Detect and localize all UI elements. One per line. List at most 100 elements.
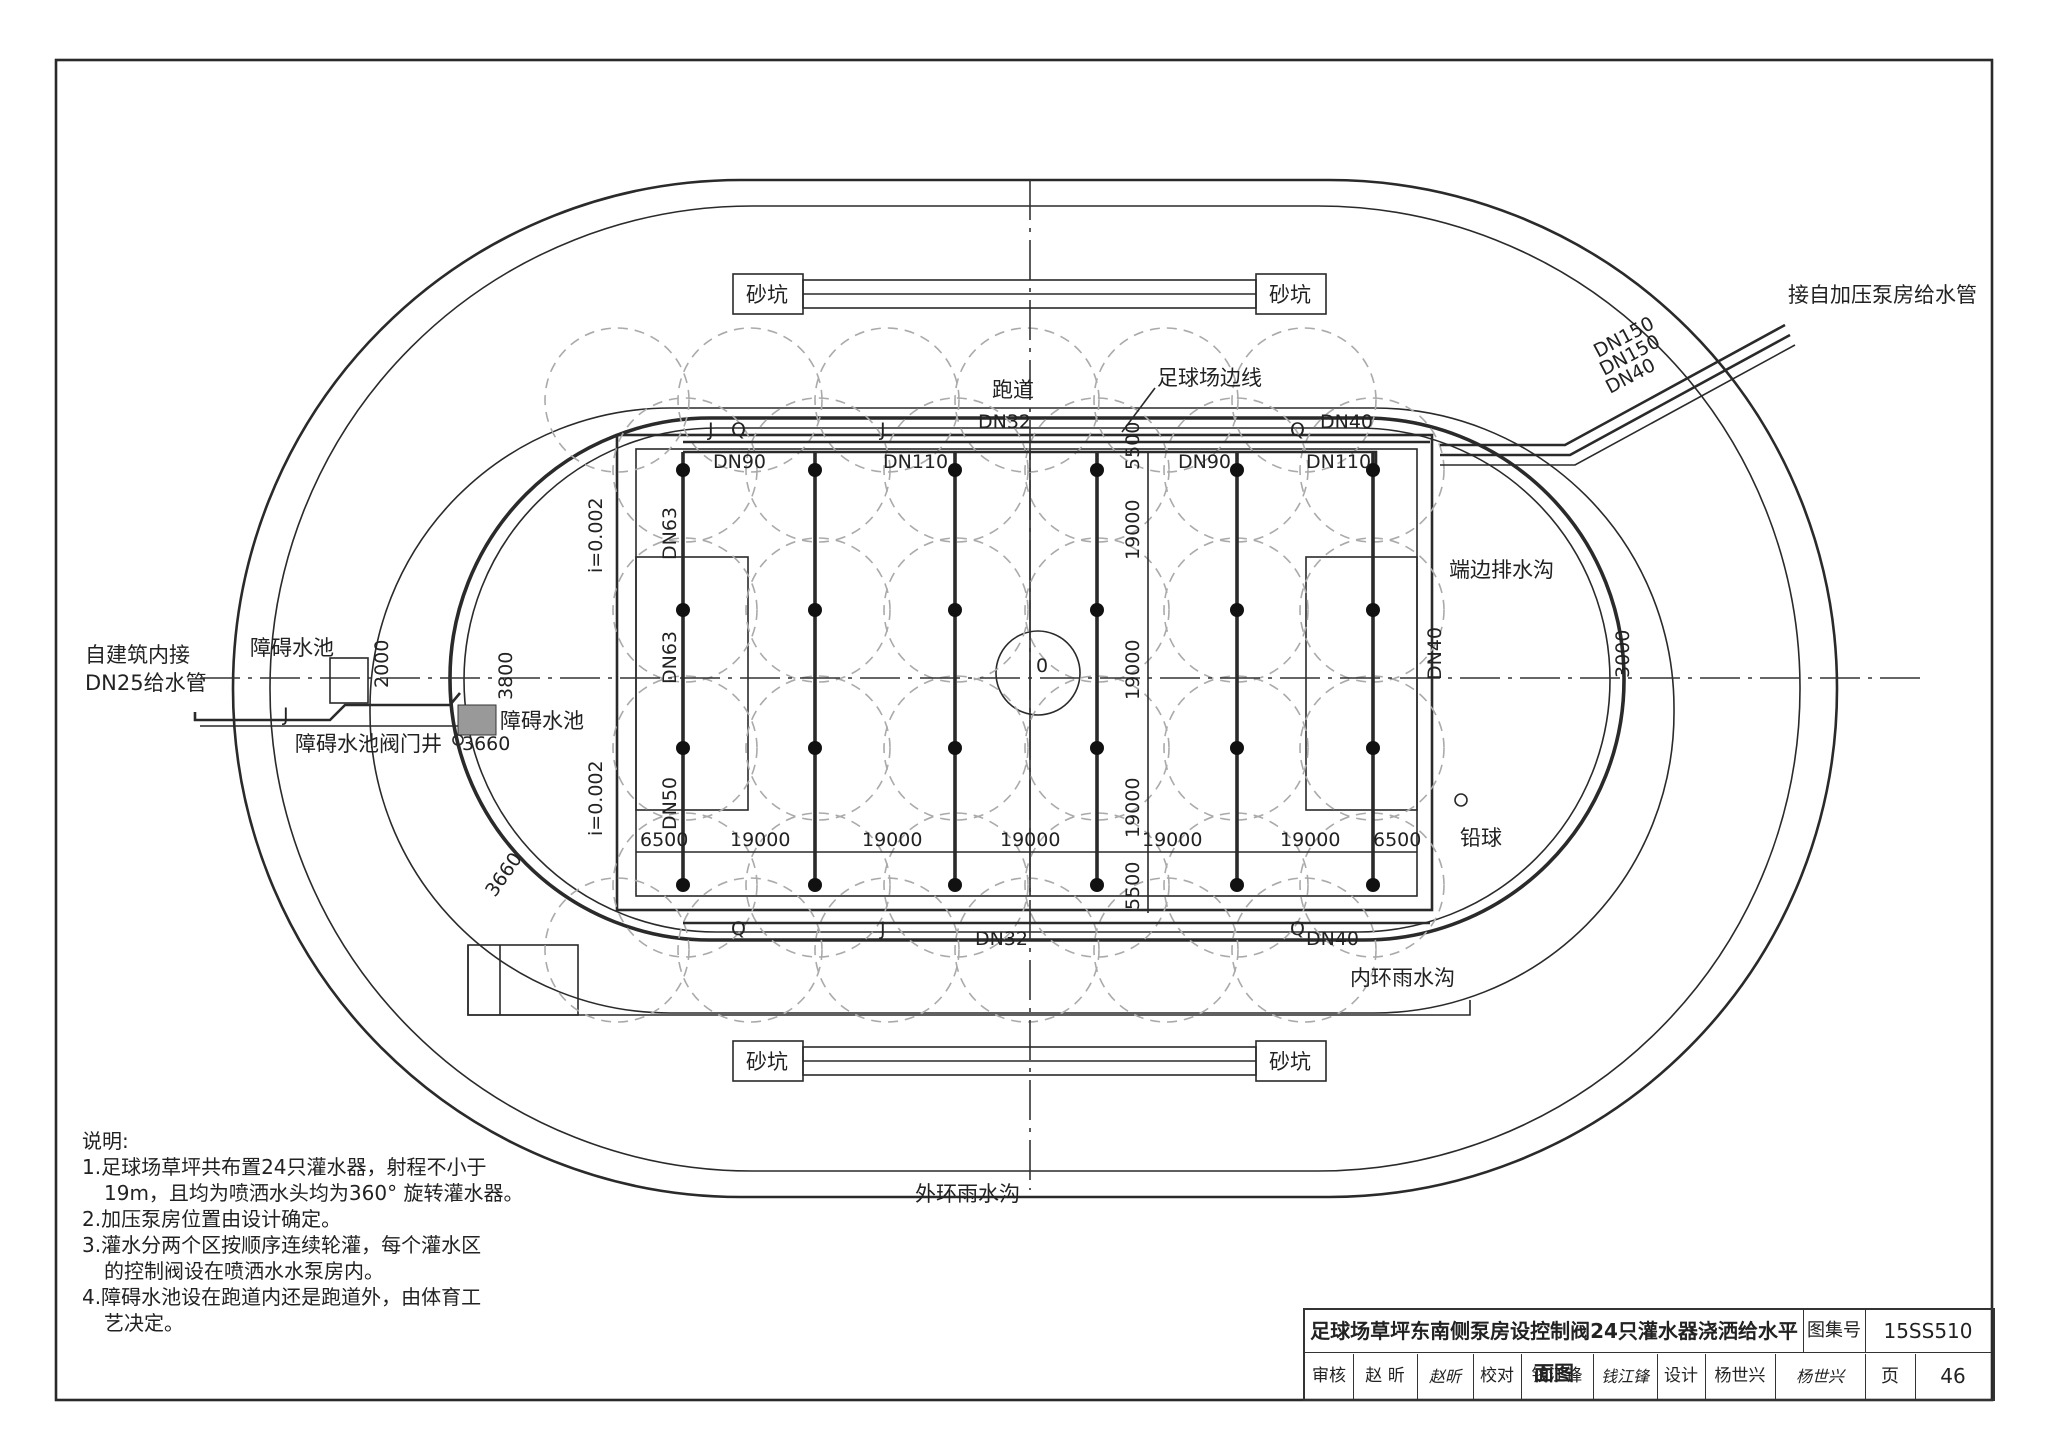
sprinkler [1366,463,1380,477]
sprinklers [676,463,1380,892]
pipe-tag: DN40 [1306,928,1359,950]
review-name: 赵 昕 [1353,1354,1418,1399]
dimension-label: 3000 [1612,630,1634,678]
note-4a: 4.障碍水池设在跑道内还是跑道外，由体育工 [82,1285,482,1309]
sprinkler [1090,741,1104,755]
dimension-label: 19000 [1280,829,1340,851]
pump-supply-pipe-2 [1440,323,1786,447]
dimension-label: 6500 [640,829,688,851]
dimension-label: 19000 [1142,829,1202,851]
pipe-tag-q: Q [1290,419,1305,441]
sprinkler [808,463,822,477]
pipe-tag: DN63 [659,631,681,684]
note-3a: 3.灌水分两个区按顺序连续轮灌，每个灌水区 [82,1233,482,1257]
field-edge-label: 足球场边线 [1157,366,1262,390]
sand-pit-label: 砂坑 [1269,283,1311,307]
review-label: 审核 [1305,1354,1354,1399]
dimension-label: 19000 [1122,500,1144,560]
building-supply-pipe [193,692,461,722]
dimension-label: 19000 [1122,778,1144,838]
pipe-tag: DN40 [1424,627,1446,680]
pump-supply-label: 接自加压泵房给水管 [1788,283,1977,307]
sprinkler [1230,603,1244,617]
sand-pit-label: 砂坑 [1269,1050,1311,1074]
barrier-valve-well-label: 障碍水池阀门井 [295,732,442,756]
sand-pit-label: 砂坑 [746,1050,788,1074]
design-name: 杨世兴 [1705,1354,1776,1399]
design-signature: 杨世兴 [1775,1354,1866,1399]
pipe-tag: DN90 [1178,451,1231,473]
title-block: 足球场草坪东南侧泵房设控制阀24只灌水器浇洒给水平面图 图集号 15SS510 … [1303,1308,1995,1401]
sprinkler [808,603,822,617]
pipe-tag-q: Q [1290,918,1305,940]
track-inner-ring-3 [463,427,1611,933]
pipe-tag-q: Q [731,918,746,940]
pipe-tag: DN32 [975,928,1028,950]
dimension-label: 3660 [462,733,510,755]
building-supply-label-2: DN25给水管 [85,671,207,695]
sprinkler [676,463,690,477]
center-mark-label: 0 [1036,655,1048,677]
drawing-border [54,58,1994,1402]
sand-pit-label: 砂坑 [746,283,788,307]
pipe-tag-j: J [707,419,714,441]
note-2: 2.加压泵房位置由设计确定。 [82,1207,342,1231]
sprinkler [1366,741,1380,755]
sprinkler [808,741,822,755]
outer-drain-ring [231,178,1839,1199]
check-name: 钱江锋 [1521,1354,1594,1399]
sprinkler [676,741,690,755]
center-circle [995,630,1081,716]
straight-extension [467,945,1471,1016]
dimension-label: 5500 [1122,862,1144,910]
note-4b: 艺决定。 [104,1311,184,1335]
barrier-pool-label-right: 障碍水池 [500,709,584,733]
title-block-title: 足球场草坪东南侧泵房设控制阀24只灌水器浇洒给水平面图 [1305,1310,1804,1385]
note-1b: 19m，且均为喷洒水头均为360° 旋转灌水器。 [104,1181,524,1205]
sprinkler [948,878,962,892]
dimension-label: 19000 [730,829,790,851]
barrier-pool-right [457,704,497,736]
dimension-label: 19000 [1122,640,1144,700]
track-label: 跑道 [992,378,1034,402]
note-3b: 的控制阀设在喷洒水水泵房内。 [104,1259,384,1283]
sprinkler [948,603,962,617]
sprinkler [948,741,962,755]
sprinkler [676,603,690,617]
pipe-tag-j: J [282,704,289,726]
pipe-tag: DN90 [713,451,766,473]
pipe-tag-q: Q [731,419,746,441]
track-inner-ring-1 [369,407,1675,1014]
pipe-tag: DN32 [978,411,1031,433]
pipe-tag: DN110 [883,451,948,473]
outer-drain-label: 外环雨水沟 [915,1182,1020,1206]
track-inner-ring-2 [448,416,1626,942]
check-label: 校对 [1473,1354,1522,1399]
shot-put-label: 铅球 [1460,826,1502,850]
sprinkler [1090,878,1104,892]
pipe-tag-j: J [879,918,886,940]
sprinkler [1090,463,1104,477]
barrier-pool-left [329,657,369,704]
dimension-label: 3800 [495,652,517,700]
inner-drain-label: 内环雨水沟 [1350,966,1455,990]
pipe-tag: DN50 [659,777,681,830]
field-outer [615,433,1434,912]
building-supply-label-1: 自建筑内接 [85,643,190,667]
penalty-area-left [635,556,749,811]
dimension-label: 19000 [862,829,922,851]
design-label: 设计 [1657,1354,1706,1399]
valve-well [452,734,464,746]
sprinkler [808,878,822,892]
check-signature: 钱江锋 [1593,1354,1658,1399]
dimension-label: 6500 [1373,829,1421,851]
review-signature: 赵昕 [1417,1354,1474,1399]
pump-supply-pipe [1440,333,1791,457]
lateral-lines [681,452,1375,885]
slope-label: i=0.002 [585,760,607,836]
notes-title: 说明: [82,1129,129,1153]
sprinkler [1366,878,1380,892]
dimension-label: 3660 [481,849,527,901]
pipe-tag: DN63 [659,507,681,560]
